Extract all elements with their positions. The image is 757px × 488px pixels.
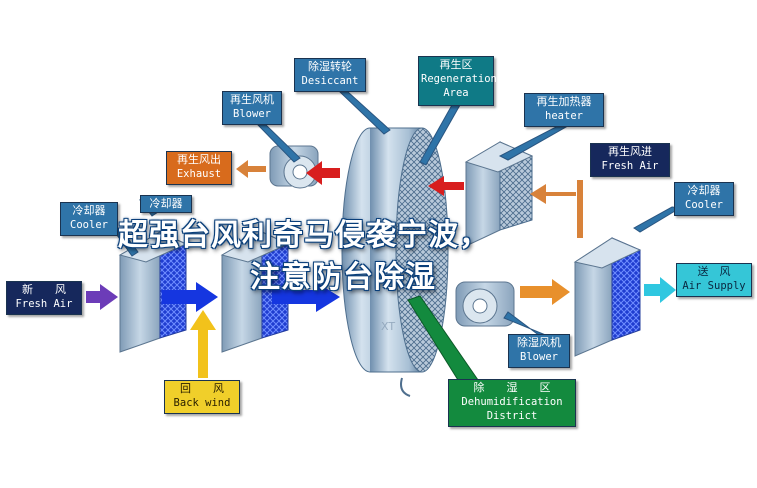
regen-fresh-air-label-zh: 再生风进 bbox=[608, 145, 652, 158]
back-wind-arrow bbox=[190, 310, 216, 378]
left-cooler-unit bbox=[118, 231, 188, 353]
fresh-air-label-zh: 新 风 bbox=[22, 283, 66, 296]
dry-air-arrow bbox=[520, 279, 570, 305]
regeneration-label-zh: 再生区 bbox=[439, 58, 473, 71]
back-wind-label-en: Back wind bbox=[173, 397, 231, 409]
exhaust-arrow bbox=[236, 160, 266, 178]
dehumidification-label-zh: 除 湿 区 bbox=[473, 381, 551, 394]
cooler-left-label: 冷却器 Cooler bbox=[60, 202, 118, 236]
overlay-headline-line1: 超强台风利奇马侵袭宁波， bbox=[118, 218, 490, 253]
watermark-text: XT bbox=[381, 320, 395, 333]
cooler-left-label-en: Cooler bbox=[70, 219, 108, 231]
air-supply-label: 送 风 Air Supply bbox=[676, 263, 752, 297]
heater-label-zh: 再生加热器 bbox=[536, 95, 592, 108]
mid-cooler-unit bbox=[220, 231, 290, 353]
desiccant-label: 除湿转轮 Desiccant bbox=[294, 58, 366, 92]
process-blower-unit bbox=[455, 281, 515, 327]
heater-unit bbox=[464, 141, 534, 247]
supply-air-arrow bbox=[644, 277, 676, 303]
back-wind-label: 回 风 Back wind bbox=[164, 380, 240, 414]
process-arrow-2 bbox=[272, 282, 340, 312]
process-blower-label-zh: 除湿风机 bbox=[517, 336, 561, 349]
regen-fresh-air-label-en: Fresh Air bbox=[601, 160, 659, 172]
air-supply-label-zh: 送 风 bbox=[697, 265, 731, 278]
regen-blower-label-zh: 再生风机 bbox=[230, 93, 274, 106]
exhaust-label-zh: 再生风出 bbox=[177, 153, 221, 166]
overlay-headline-line2: 注意防台除湿 bbox=[250, 260, 436, 295]
regen-out-arrow bbox=[306, 161, 340, 185]
regen-fresh-air-label: 再生风进 Fresh Air bbox=[590, 143, 670, 177]
desiccant-label-zh: 除湿转轮 bbox=[308, 60, 352, 73]
fresh-air-arrow bbox=[86, 284, 118, 310]
right-cooler-unit bbox=[573, 237, 642, 357]
process-blower-label-en: Blower bbox=[520, 351, 558, 363]
dehumidification-label: 除 湿 区 Dehumidification District bbox=[448, 379, 576, 427]
cooler-left-label-zh: 冷却器 bbox=[72, 204, 106, 217]
cooler-right-label-zh: 冷却器 bbox=[687, 184, 721, 197]
process-arrow-1 bbox=[162, 282, 218, 312]
heater-label-en: heater bbox=[545, 110, 583, 122]
regeneration-label: 再生区 Regeneration Area bbox=[418, 56, 497, 106]
fresh-air-label: 新 风 Fresh Air bbox=[6, 281, 82, 315]
regen-in-arrow bbox=[530, 180, 583, 238]
fresh-air-label-en: Fresh Air bbox=[15, 298, 73, 310]
dehumidification-label-en: Dehumidification District bbox=[461, 396, 563, 422]
air-supply-label-en: Air Supply bbox=[682, 280, 746, 292]
back-wind-label-zh: 回 风 bbox=[180, 382, 224, 395]
exhaust-label: 再生风出 Exhaust bbox=[166, 151, 232, 185]
regen-blower-label: 再生风机 Blower bbox=[222, 91, 282, 125]
desiccant-label-en: Desiccant bbox=[301, 75, 359, 87]
heater-label: 再生加热器 heater bbox=[524, 93, 604, 127]
process-blower-label: 除湿风机 Blower bbox=[508, 334, 570, 368]
regeneration-label-en: Regeneration Area bbox=[421, 73, 497, 99]
regen-blower-unit bbox=[269, 145, 319, 189]
cooler-right-label: 冷却器 Cooler bbox=[674, 182, 734, 216]
regen-blower-label-en: Blower bbox=[233, 108, 271, 120]
cooler-mid-label-zh: 冷却器 bbox=[149, 197, 183, 210]
cooler-right-label-en: Cooler bbox=[685, 199, 723, 211]
cooler-mid-label: 冷却器 bbox=[140, 195, 192, 213]
hot-air-arrow bbox=[428, 176, 464, 196]
exhaust-label-en: Exhaust bbox=[176, 168, 222, 180]
